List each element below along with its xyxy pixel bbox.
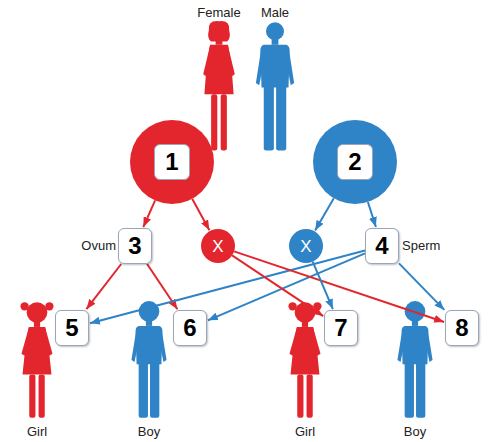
girl-figure [288,302,321,418]
text-label: Girl [295,425,315,439]
text-label: Girl [27,425,47,439]
connector-arrow [147,264,177,309]
male-figure [256,22,294,150]
callout-box: 1 [154,144,190,180]
boy-figure [397,301,432,418]
callout-number: 4 [375,234,388,258]
chromosome-circle: X [201,229,235,263]
boy-figure [131,301,166,418]
callout-number: 2 [348,150,361,174]
connector-arrow [313,262,333,310]
callout-number: 7 [334,316,347,340]
connector-arrow [368,202,376,227]
connector-arrow [86,264,121,309]
connector-arrow [192,199,209,230]
chromosome-label: X [212,238,223,255]
callout-number: 8 [455,316,468,340]
parent-circle: 1 [130,120,214,204]
text-label: Male [261,6,289,20]
connector-arrow [315,198,334,230]
text-label: Boy [138,425,160,439]
callout-box: 6 [173,310,207,346]
callout-box: 5 [55,310,89,346]
connector-arrow [399,263,444,310]
callout-box: 8 [445,310,479,346]
text-label: Female [197,6,240,20]
parent-circle: 2 [313,120,397,204]
chromosome-label: X [300,238,311,255]
callout-box: 7 [324,310,358,346]
text-label: Ovum [81,239,116,253]
connector-arrow [232,255,323,316]
callout-number: 5 [65,316,78,340]
callout-number: 3 [128,234,141,258]
female-figure [203,21,235,150]
girl-figure [20,302,53,418]
chromosome-circle: X [289,229,323,263]
callout-number: 6 [183,316,196,340]
callout-box: 4 [365,228,399,264]
text-label: Boy [404,425,426,439]
text-label: Sperm [402,239,440,253]
callout-box: 2 [337,144,373,180]
connector-arrow [143,200,155,227]
callout-box: 3 [118,228,152,264]
callout-number: 1 [165,150,178,174]
